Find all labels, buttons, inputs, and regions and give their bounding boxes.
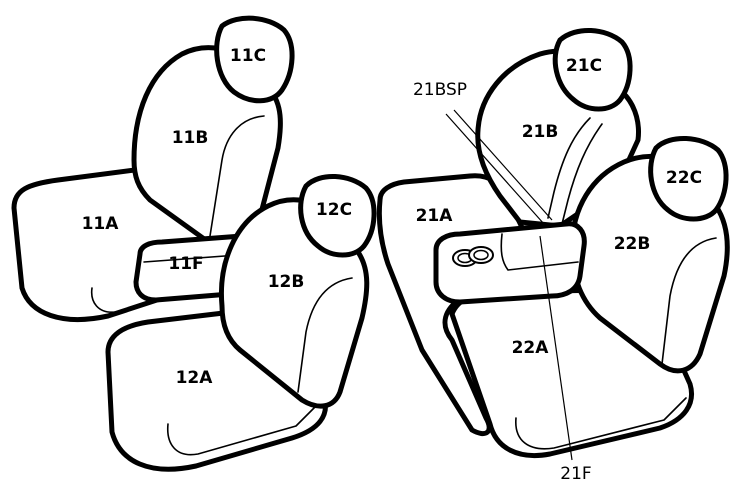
seat-11C-headrest — [214, 15, 295, 104]
seat-12C-headrest — [298, 173, 377, 258]
seat-21F-lid-line — [500, 233, 579, 271]
seat-21B-center-panel-a — [547, 117, 591, 219]
cupholder-icon — [452, 246, 494, 267]
label-12B: 12B — [268, 272, 305, 292]
label-11B: 11B — [172, 128, 209, 148]
seat-11A-front-panel — [90, 259, 229, 313]
seat-21B-center-panel-b — [561, 123, 603, 225]
label-11F: 11F — [168, 254, 203, 274]
label-21A: 21A — [416, 206, 454, 226]
label-22A: 22A — [512, 338, 550, 358]
seat-22C-headrest — [648, 135, 729, 222]
leader-21BSP — [445, 109, 553, 225]
callout-21BSP: 21BSP — [413, 80, 467, 100]
label-12C: 12C — [316, 200, 352, 220]
seat-12A-front-panel — [167, 403, 319, 456]
label-12A: 12A — [176, 368, 214, 388]
seat-22B-side-bolster — [661, 237, 717, 365]
label-11C: 11C — [230, 46, 266, 66]
label-21C: 21C — [566, 56, 602, 76]
seat-12B-side-bolster — [297, 277, 353, 393]
seat-12: 12C 12B 12A — [105, 173, 377, 472]
label-21B: 21B — [522, 122, 559, 142]
callout-21F: 21F — [560, 464, 591, 484]
label-22C: 22C — [666, 168, 702, 188]
seat-21C-headrest — [552, 27, 633, 112]
seat-11B-side-bolster — [209, 115, 265, 237]
rear-bench: 21C 21B 21A 22C 22B 22A 21BSP 21F — [376, 27, 730, 484]
seat-22A-front-panel — [515, 397, 687, 450]
label-22B: 22B — [614, 234, 651, 254]
leader-21F — [539, 235, 573, 461]
seat-11: 11C 11B 11A 11F — [11, 15, 295, 322]
label-11A: 11A — [82, 214, 120, 234]
